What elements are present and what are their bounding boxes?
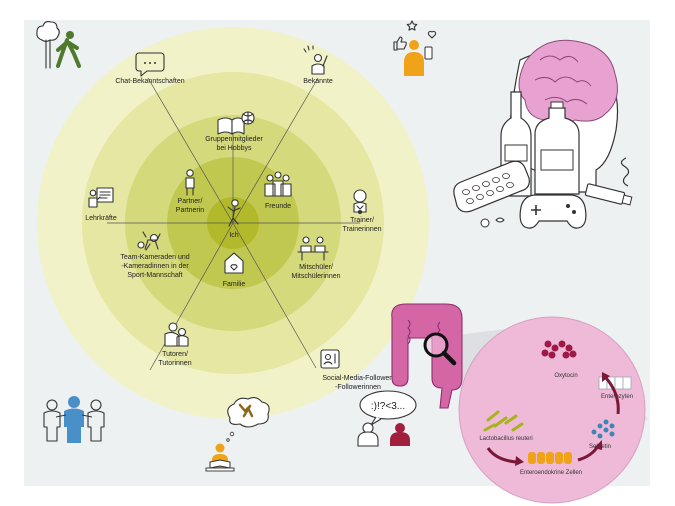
trainer-whistle-icon [353,189,367,215]
spoke-line [232,77,319,224]
enteroendocrine-cells [528,452,572,464]
label-trainer-line-2: Trainerinnen [342,226,381,233]
label-oxytocin: Oxytocin [554,373,577,379]
oxytocin-molecules [541,340,577,359]
label-enteroendokrine: Enteroendokrine Zellen [520,470,582,476]
teacher-board-icon [88,187,114,208]
spoke-line [232,222,317,369]
chat-bubble-icon [135,52,165,77]
magnifier-icon [423,332,457,366]
gut-detail-circle: Oxytocin Enterozyten Sekretin Lactobacil… [458,316,646,504]
label-tutoren-line-2: Tutorinnen [158,360,191,367]
thought-bubble-icon [227,396,270,428]
team-player-ball-icon [137,231,161,251]
center-label: Ich [229,232,238,239]
person-head [409,40,419,50]
brain-icon [518,39,618,125]
label-gruppe-line-1: Gruppenmitglieder [205,136,263,143]
person-body [404,52,424,76]
label-trainer-line-1: Trainer/ [350,217,374,224]
waving-person-icon [303,45,328,75]
walking-person-icon [56,31,81,68]
label-mitschueler-line-2: Mitschülerinnen [291,273,340,280]
sekretin-molecules [591,419,615,439]
label-social-line-1: Social-Media-Follower/ [322,375,393,382]
speech-bubble-text: :)!?<3... [371,401,405,412]
label-partner-line-1: Partner/ [178,198,203,205]
label-lehrkraefte: Lehrkräfte [85,215,117,222]
label-mitschueler-line-1: Mitschüler/ [299,264,333,271]
family-group-illustration [43,396,105,443]
lactobacillus-bacteria [483,410,524,432]
speech-bubble-icon [359,390,417,420]
phone-icon [424,46,433,60]
classmates-desk-icon [297,236,329,261]
friends-group-icon [264,171,292,197]
conversation-illustration: :)!?<3... [357,390,417,447]
arrow-heads [515,372,610,466]
label-social-line-2: -Followerinnen [335,384,381,391]
label-partner-line-2: Partnerin [176,207,205,214]
label-team-line-3: Sport-Mannschaft [127,272,182,279]
label-chat-line-1: Chat-Bekanntschaften [115,78,184,85]
partner-person-icon [185,169,195,196]
thumbs-up-icon [393,36,407,51]
pill-blister-icon [453,160,530,228]
label-team-line-2: -Kameradinnen in der [121,263,189,270]
label-familie: Familie [223,281,246,288]
hobby-book-ball-icon [217,111,255,135]
family-house-icon [224,252,244,274]
game-controller-icon [519,194,587,229]
social-profile-icon [320,349,340,369]
label-team-line-1: Team-Kameraden und [120,254,189,261]
phone-user-illustration [393,20,437,76]
e-cigarette-icon [584,157,633,206]
spoke-line [149,222,234,371]
label-lactobacillus: Lactobacillus reuteri [479,436,532,442]
center-person-icon [227,199,241,227]
label-tutoren-line-1: Tutoren/ [162,351,188,358]
label-bekannte: Bekannte [303,78,333,85]
tree-icon [36,20,60,69]
label-gruppe-line-2: bei Hobbys [216,145,252,152]
star-icon [406,20,418,31]
label-freunde: Freunde [265,203,291,210]
tutors-icon [164,322,189,347]
spoke-line [147,77,234,224]
tree-walker-illustration [36,20,81,69]
heart-icon [427,30,437,39]
lightning-icon [238,403,254,418]
reading-person-illustration [205,396,270,472]
